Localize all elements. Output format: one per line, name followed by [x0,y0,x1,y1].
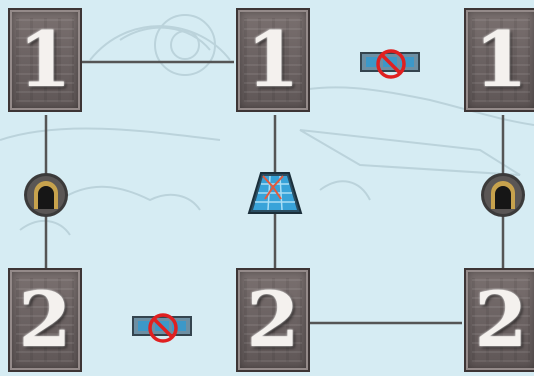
tunnel-icon[interactable] [24,173,68,217]
glass-station-icon[interactable] [249,173,301,213]
tile-1[interactable]: 1 [8,8,82,112]
tile-number: 2 [475,282,528,358]
tile-number: 2 [247,282,300,358]
blocked-road-icon[interactable] [360,52,420,72]
tile-number: 1 [475,22,528,98]
no-entry-icon [374,47,408,81]
blocked-road-icon[interactable] [132,316,192,336]
no-entry-icon [146,311,180,345]
tile-number: 1 [19,22,72,98]
tile-2[interactable]: 2 [236,268,310,372]
tile-1[interactable]: 1 [464,8,534,112]
tile-number: 1 [247,22,300,98]
tile-1[interactable]: 1 [236,8,310,112]
tile-number: 2 [19,282,72,358]
tile-2[interactable]: 2 [464,268,534,372]
tile-2[interactable]: 2 [8,268,82,372]
tunnel-icon[interactable] [481,173,525,217]
